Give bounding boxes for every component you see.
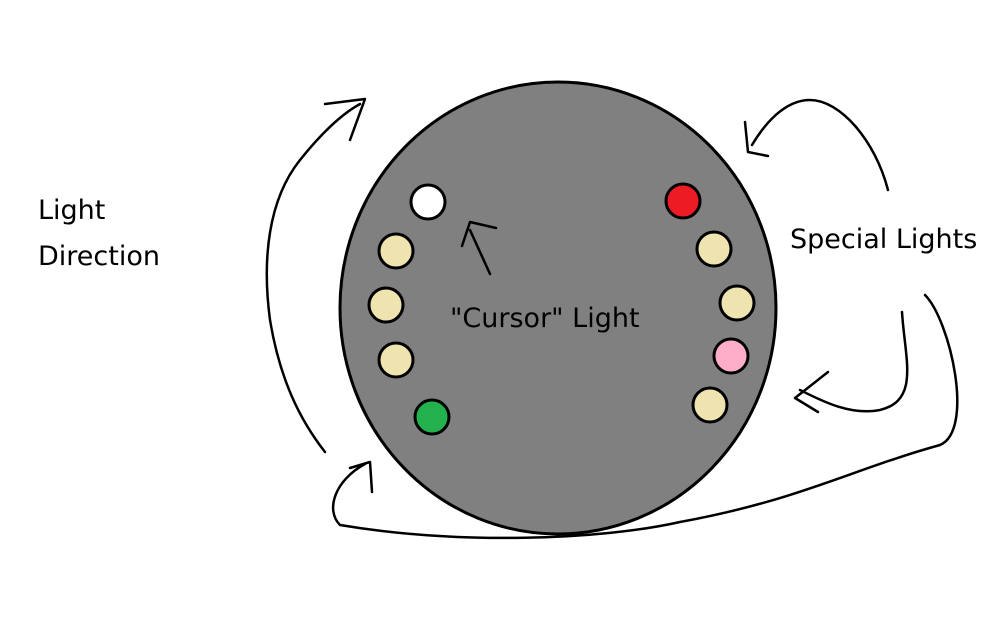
- light-direction-label: Light Direction: [38, 188, 160, 280]
- cursor-light-label: "Cursor" Light: [450, 303, 640, 334]
- special-lights-label: Special Lights: [790, 224, 978, 255]
- special-light-red: [664, 182, 702, 220]
- light-left-4: [377, 341, 415, 379]
- light-right-3: [718, 284, 756, 322]
- light-left-3: [367, 286, 405, 324]
- light-right-2: [695, 230, 733, 268]
- cursor-pointer-arrow: [460, 220, 498, 276]
- direction-arrow-curve: [265, 102, 362, 454]
- special-arrow-bottom: [793, 310, 909, 414]
- light-direction-line1: Light: [38, 195, 106, 226]
- start-light-green: [413, 398, 451, 436]
- cursor-light: [409, 183, 447, 221]
- light-right-5: [691, 386, 729, 424]
- light-left-2: [377, 232, 415, 270]
- special-light-pink: [712, 337, 750, 375]
- special-arrow-top: [743, 98, 890, 192]
- return-arrow: [331, 293, 959, 540]
- direction-arrowhead: [323, 97, 367, 142]
- light-direction-line2: Direction: [38, 241, 160, 272]
